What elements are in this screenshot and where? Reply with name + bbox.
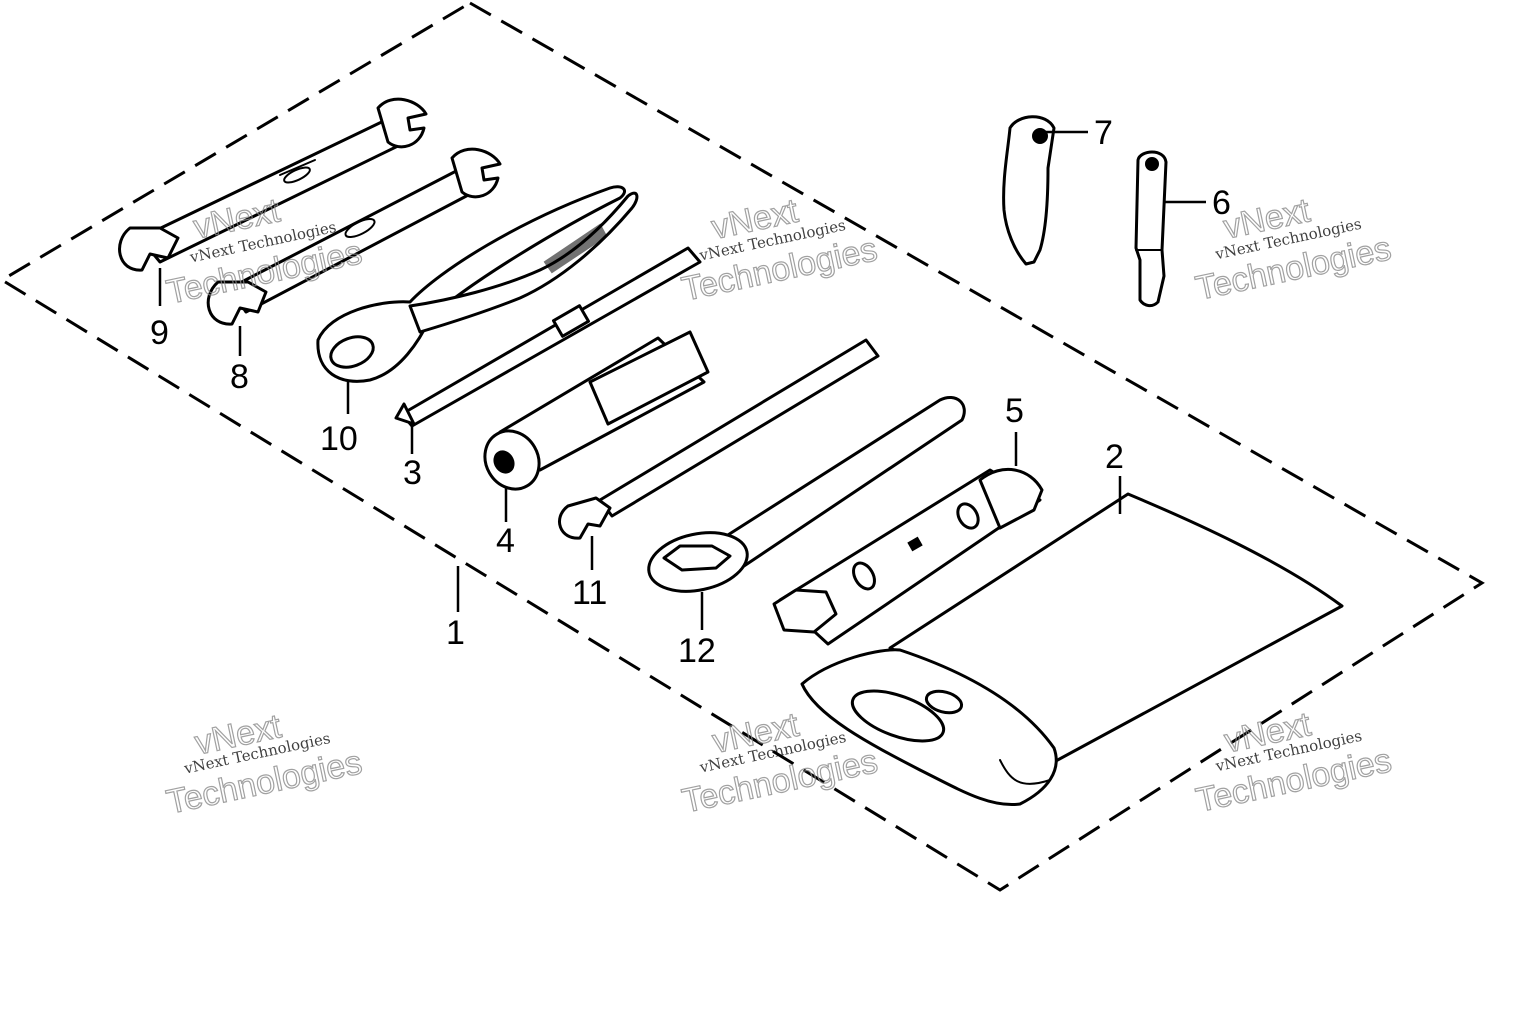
callout-4: 4 — [496, 522, 515, 560]
spanner-11 — [558, 338, 880, 540]
screwdriver-3 — [394, 246, 702, 428]
callout-6: 6 — [1212, 184, 1231, 222]
callout-9: 9 — [150, 314, 169, 352]
open-end-wrench-9 — [118, 97, 428, 272]
pin-6 — [1134, 150, 1168, 308]
callout-1: 1 — [446, 614, 465, 652]
callout-12: 12 — [678, 632, 716, 670]
watermark-bottom-left: vNext vNext Technologies Technologies — [163, 707, 366, 823]
tool-kit-outline — [0, 1, 1485, 892]
callout-7: 7 — [1094, 114, 1113, 152]
callout-labels: 1 2 3 4 5 6 7 8 9 10 11 12 — [150, 114, 1231, 670]
callout-11: 11 — [572, 574, 607, 612]
open-end-wrench-8 — [206, 147, 502, 326]
watermark-top-center: vNext vNext Technologies Technologies — [678, 191, 881, 309]
pliers-10 — [316, 185, 639, 383]
callout-3: 3 — [403, 454, 422, 492]
handle-7 — [1002, 115, 1056, 266]
tube-wrench-5 — [772, 467, 1044, 646]
leader-lines — [158, 130, 1206, 630]
ring-wrench-12 — [647, 396, 966, 593]
box-spanner-4 — [483, 330, 710, 491]
tool-bag-2 — [800, 492, 1344, 807]
callout-5: 5 — [1005, 392, 1024, 430]
callout-10: 10 — [320, 420, 358, 458]
callout-8: 8 — [230, 358, 249, 396]
callout-2: 2 — [1105, 438, 1124, 476]
